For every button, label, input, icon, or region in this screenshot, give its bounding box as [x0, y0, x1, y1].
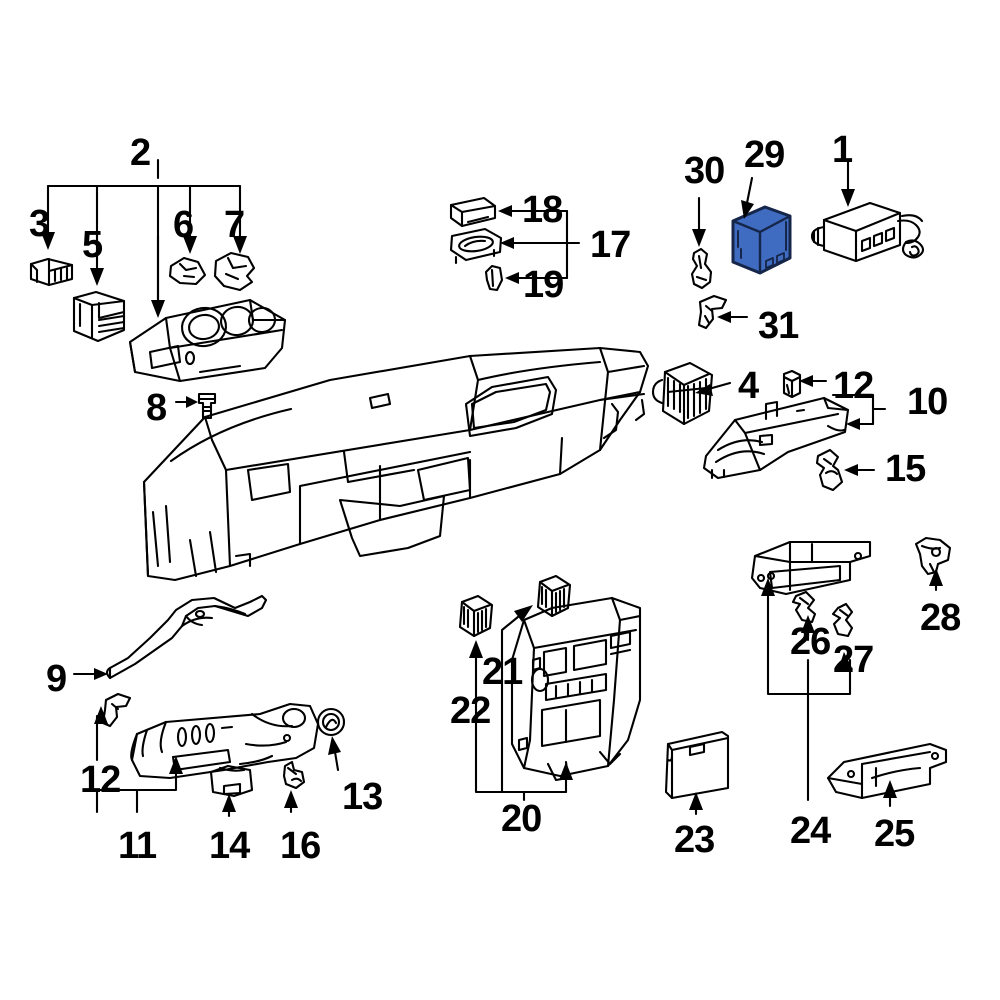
part-instrument-panel-main — [142, 346, 650, 582]
callout-15[interactable]: 15 — [885, 448, 926, 490]
part-15-bolt — [815, 448, 844, 492]
callout-7[interactable]: 7 — [224, 204, 245, 246]
part-13-grommet — [316, 707, 346, 737]
part-10-reinforcement — [702, 396, 850, 480]
callout-20[interactable]: 20 — [501, 798, 542, 840]
callout-28[interactable]: 28 — [920, 597, 961, 639]
part-18-lid — [449, 196, 497, 228]
part-3-connector — [29, 257, 74, 287]
callout-27[interactable]: 27 — [833, 639, 874, 681]
part-12-clip-upper — [782, 369, 802, 399]
callout-8[interactable]: 8 — [146, 387, 167, 429]
part-11-finish-panel — [130, 702, 320, 780]
callout-29[interactable]: 29 — [744, 134, 785, 176]
callout-6[interactable]: 6 — [173, 204, 194, 246]
callout-3[interactable]: 3 — [29, 203, 50, 245]
callout-12-upper[interactable]: 12 — [833, 365, 874, 407]
part-24-assembly — [750, 540, 872, 596]
part-26-bolt — [791, 590, 817, 624]
callout-26[interactable]: 26 — [790, 621, 831, 663]
callout-17[interactable]: 17 — [590, 224, 631, 266]
callout-22[interactable]: 22 — [450, 690, 491, 732]
part-30-sensor — [690, 247, 713, 290]
part-28-bracket — [914, 536, 952, 576]
callout-24[interactable]: 24 — [790, 810, 831, 852]
callout-2[interactable]: 2 — [130, 132, 151, 174]
callout-13[interactable]: 13 — [342, 776, 383, 818]
part-27-bolt — [831, 602, 854, 638]
callout-18[interactable]: 18 — [522, 189, 563, 231]
part-29-control-module-highlighted — [731, 205, 792, 275]
part-9-duct — [105, 594, 268, 680]
part-5-connector — [72, 290, 126, 343]
part-12-clip-lower — [101, 692, 132, 728]
part-1-module — [810, 201, 925, 263]
callout-9[interactable]: 9 — [46, 658, 67, 700]
callout-25[interactable]: 25 — [874, 813, 915, 855]
callout-30[interactable]: 30 — [684, 150, 725, 192]
bracket-group-2 — [46, 158, 242, 307]
part-2-instrument-cluster — [128, 298, 287, 383]
part-6-clip — [168, 256, 207, 286]
part-19-clip — [484, 264, 504, 292]
callout-21[interactable]: 21 — [482, 651, 523, 693]
part-22-vent — [458, 594, 494, 638]
part-23-lid — [664, 730, 730, 800]
part-25-reinforcement — [826, 742, 948, 800]
part-7-clip — [213, 251, 256, 292]
callout-5[interactable]: 5 — [82, 224, 103, 266]
callout-23[interactable]: 23 — [674, 819, 715, 861]
part-4-air-vent — [651, 361, 714, 426]
part-31-clip — [697, 294, 728, 330]
callout-1[interactable]: 1 — [832, 129, 853, 171]
part-17-tray — [449, 227, 503, 265]
callout-16[interactable]: 16 — [280, 825, 321, 867]
callout-4[interactable]: 4 — [738, 365, 759, 407]
callout-10[interactable]: 10 — [907, 381, 948, 423]
callout-19[interactable]: 19 — [523, 264, 564, 306]
callout-12-lower[interactable]: 12 — [80, 759, 121, 801]
part-21-vent — [536, 574, 572, 618]
callout-11[interactable]: 11 — [118, 825, 157, 867]
callout-14[interactable]: 14 — [209, 825, 250, 867]
part-20-center-panel — [510, 596, 642, 782]
part-16-screw — [282, 760, 306, 790]
part-14-cover — [209, 764, 254, 798]
callout-31[interactable]: 31 — [758, 305, 799, 347]
part-8-screw — [197, 392, 217, 420]
